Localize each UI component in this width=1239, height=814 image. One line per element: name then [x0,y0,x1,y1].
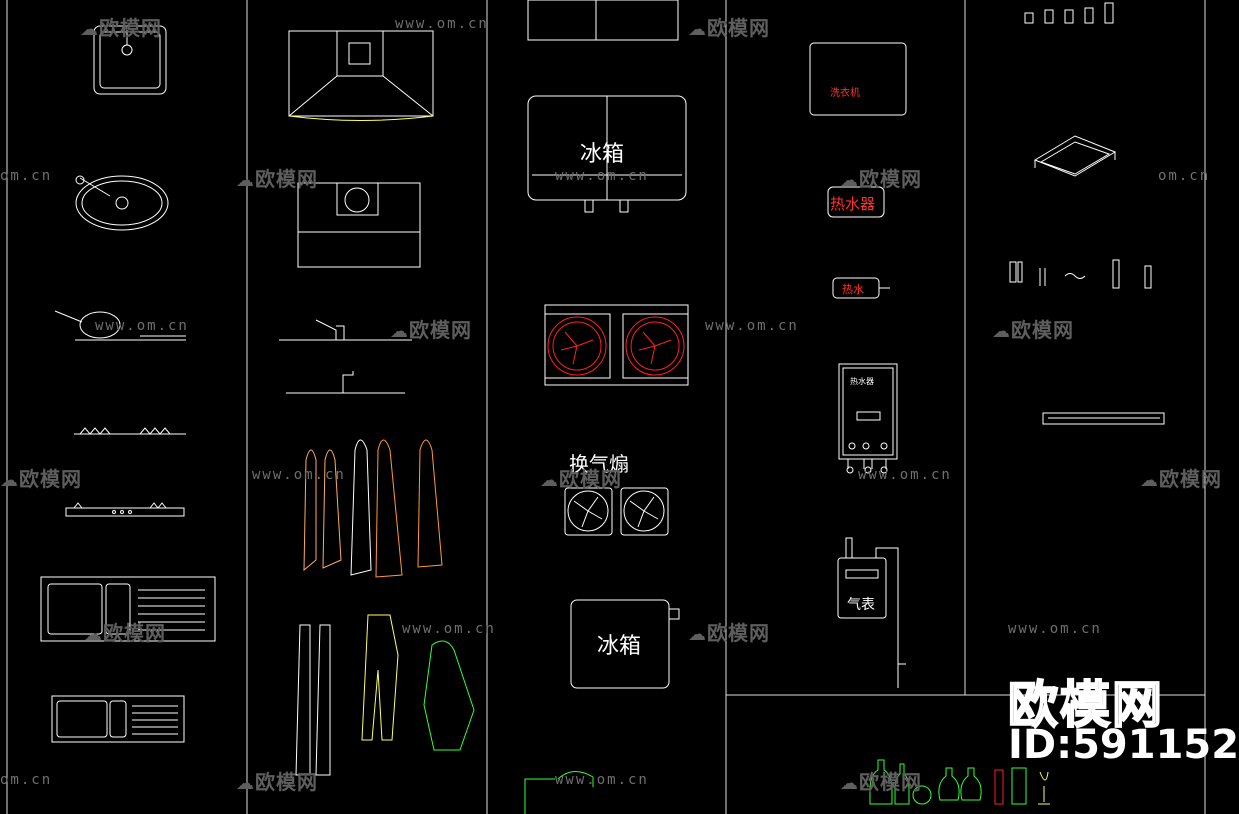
brand-logo: 欧模网 [1007,675,1164,735]
watermark-url: om.cn [0,772,53,788]
towel-bar [1042,412,1165,425]
towel-bar-top [1024,2,1114,24]
watermark-brand: 欧模网 [840,766,922,795]
model-id: ID:591152 [1008,722,1239,768]
water-heater-red-label: 热水器 [830,195,876,213]
exhaust-fans-red [544,304,689,386]
watermark-brand: 欧模网 [0,463,82,492]
watermark-url: www.om.cn [95,318,189,334]
boiler-unit [838,363,898,474]
faucet-2 [286,371,405,394]
exhaust-fans-white [564,487,669,536]
hanging-clothes-1 [303,439,443,578]
small-heater-red [832,277,890,299]
washer-box [809,42,907,116]
range-hood-top [288,30,434,121]
double-sink-small [51,695,185,743]
watermark-url: www.om.cn [555,772,649,788]
watermark-url: www.om.cn [395,16,489,32]
stove-burners-2 [65,502,185,517]
kettle-stove [54,310,186,341]
watermark-url: om.cn [0,168,53,184]
watermark-brand: 欧模网 [390,314,472,343]
watermark-url: www.om.cn [252,467,346,483]
watermark-brand: 欧模网 [236,163,318,192]
small-heater-red-label: 热水 [842,283,864,296]
watermark-brand: 欧模网 [688,617,770,646]
range-hood-front [297,182,421,268]
watermark-brand: 欧模网 [1140,463,1222,492]
watermark-url: www.om.cn [555,168,649,184]
watermark-url: om.cn [1158,168,1211,184]
column-dividers [6,0,1206,814]
watermark-brand: 欧模网 [540,463,622,492]
watermark-url: www.om.cn [1008,621,1102,637]
bath-tray [1033,135,1117,177]
fridge-small [570,599,680,689]
gas-meter [837,537,906,688]
oval-washbasin [75,175,169,231]
hanging-clothes-2 [295,614,475,776]
hooks-row [1009,259,1152,289]
watermark-brand: 欧模网 [84,617,166,646]
watermark-brand: 欧模网 [840,163,922,192]
watermark-url: www.om.cn [858,467,952,483]
watermark-url: www.om.cn [705,318,799,334]
wine-bottles [994,769,1050,805]
watermark-brand: 欧模网 [688,12,770,41]
fridge-double-door [527,95,687,213]
washer-red-label: 洗衣机 [830,88,860,99]
stove-burners-1 [74,427,186,435]
fridge-top-partial [527,0,679,41]
watermark-url: www.om.cn [402,621,496,637]
faucet-green [524,771,594,814]
watermark-brand: 欧模网 [236,766,318,795]
watermark-brand: 欧模网 [992,314,1074,343]
watermark-brand: 欧模网 [80,12,162,41]
